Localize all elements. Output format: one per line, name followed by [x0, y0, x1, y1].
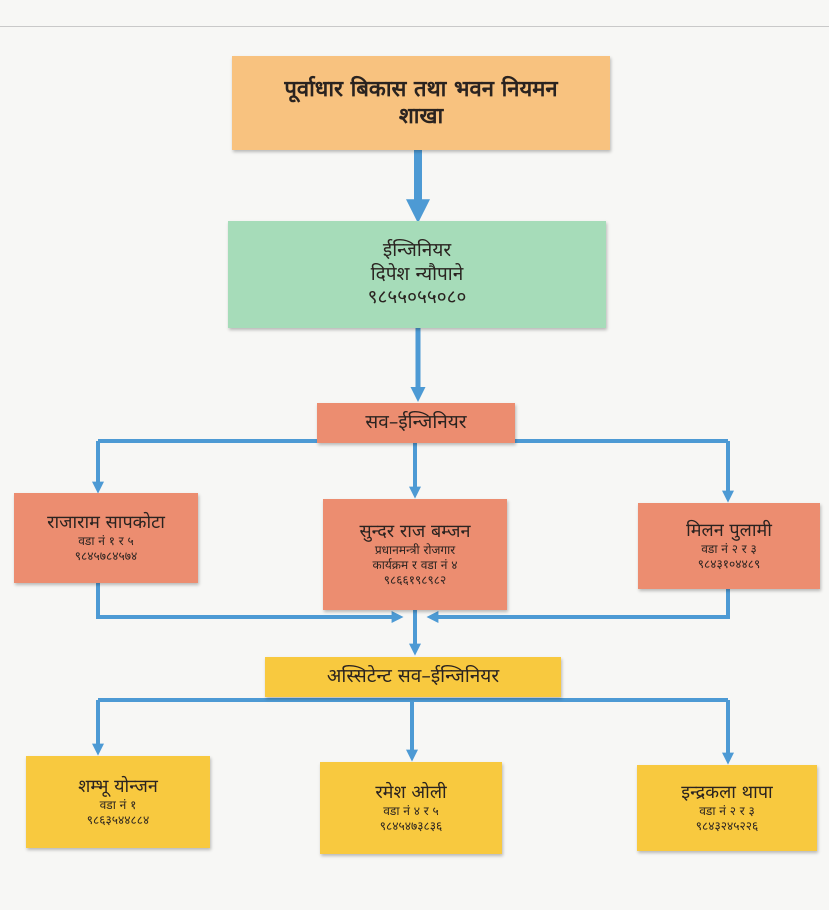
- assistant-phone: ९८४३२४५२२६: [695, 819, 759, 834]
- assistant-label: अस्सिटेन्ट सव–ईन्जिनियर: [326, 665, 500, 688]
- department-box: पूर्वाधार बिकास तथा भवन नियमन शाखा: [232, 56, 610, 150]
- sub-engineer-label-box: सव–ईन्जिनियर: [317, 403, 515, 443]
- department-title-line2: शाखा: [398, 104, 444, 129]
- engineer-name: दिपेश न्यौपाने: [370, 262, 464, 285]
- assistant-name: शम्भू योन्जन: [78, 775, 158, 797]
- assistant-phone: ९८४५४७३८३६: [379, 819, 443, 834]
- sub-engineer-phone: ९८४५७८४५७४: [74, 549, 138, 564]
- assistant-card: शम्भू योन्जन वडा नं १ ९८६३५४४८८४: [26, 756, 210, 848]
- assistant-label-box: अस्सिटेन्ट सव–ईन्जिनियर: [265, 657, 561, 697]
- sub-engineer-program: प्रधानमन्त्री रोजगार: [374, 543, 456, 558]
- assistant-ward: वडा नं १: [99, 798, 137, 813]
- sub-engineer-label: सव–ईन्जिनियर: [365, 411, 467, 434]
- sub-engineer-card: राजाराम सापकोटा वडा नं १ र ५ ९८४५७८४५७४: [14, 493, 198, 583]
- sub-engineer-name: मिलन पुलामी: [686, 519, 772, 541]
- assistant-phone: ९८६३५४४८८४: [86, 813, 150, 828]
- sub-engineer-card: सुन्दर राज बम्जन प्रधानमन्त्री रोजगार का…: [323, 499, 507, 610]
- sub-engineer-card: मिलन पुलामी वडा नं २ र ३ ९८४३१०४४८९: [638, 503, 820, 589]
- assistant-ward: वडा नं २ र ३: [699, 804, 755, 819]
- assistant-card: इन्द्रकला थापा वडा नं २ र ३ ९८४३२४५२२६: [637, 765, 817, 851]
- sub-engineer-ward: वडा नं १ र ५: [78, 534, 134, 549]
- assistant-name: इन्द्रकला थापा: [681, 781, 773, 803]
- sub-engineer-name: सुन्दर राज बम्जन: [359, 520, 471, 542]
- sub-engineer-name: राजाराम सापकोटा: [47, 511, 165, 533]
- engineer-title: ईन्जिनियर: [382, 238, 452, 261]
- sub-engineer-phone: ९८६६१९८९८२: [383, 573, 447, 588]
- merge-line-from-sub-engineer-3: [426, 589, 730, 623]
- scan-border-line: [0, 26, 829, 27]
- merge-line-from-sub-engineer-1: [96, 583, 404, 623]
- sub-engineer-phone: ९८४३१०४४८९: [697, 557, 761, 572]
- sub-engineer-ward: वडा नं २ र ३: [701, 542, 757, 557]
- assistant-ward: वडा नं ४ र ५: [383, 804, 439, 819]
- department-title-line1: पूर्वाधार बिकास तथा भवन नियमन: [284, 76, 558, 102]
- engineer-box: ईन्जिनियर दिपेश न्यौपाने ९८५५०५५०८०: [228, 221, 606, 328]
- sub-engineer-ward: कार्यक्रम र वडा नं ४: [372, 558, 458, 573]
- assistant-card: रमेश ओली वडा नं ४ र ५ ९८४५४७३८३६: [320, 762, 502, 854]
- assistant-name: रमेश ओली: [375, 781, 447, 803]
- engineer-phone: ९८५५०५५०८०: [367, 286, 467, 309]
